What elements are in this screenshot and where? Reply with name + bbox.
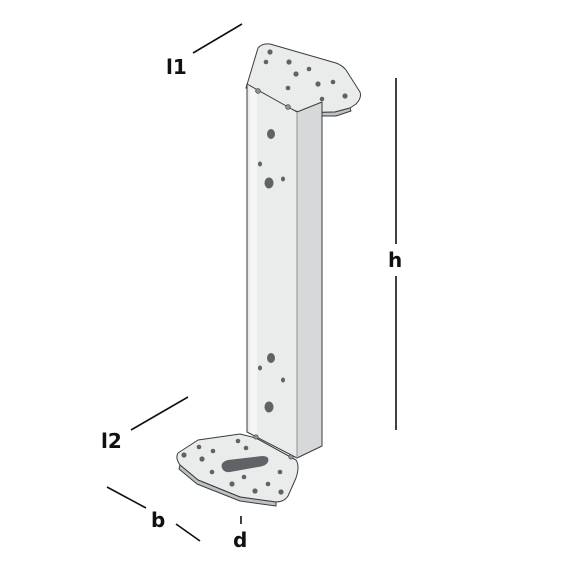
hole [330,79,336,85]
hole [258,161,262,167]
hole [196,444,202,450]
hole [264,177,274,189]
d-label: d [233,528,247,552]
hole [265,481,271,487]
bottom-plate-edge [178,464,277,507]
column-holes [258,129,285,413]
b-dimension-line-left [106,486,147,509]
hole [267,129,275,139]
hole [243,445,249,451]
hole [281,377,285,383]
hole [199,456,205,462]
hole [306,66,312,72]
bottom-plate [176,433,299,507]
hole [277,469,283,475]
hole [210,448,216,454]
l1-dimension-line [192,23,243,54]
l2-label: l2 [101,429,122,453]
hole [281,176,285,182]
hole [258,365,262,371]
b-label: b [151,508,165,532]
rivet [285,104,291,110]
hole [315,81,321,87]
hole [209,469,215,475]
hole [264,401,274,413]
bottom-plate-slot [221,456,269,473]
hole [286,59,292,65]
hole [267,49,273,55]
top-plate-holes [263,49,348,102]
hole [319,96,325,102]
hole [241,474,247,480]
rivet [255,88,261,94]
column-front-highlight [250,88,257,436]
hole [229,481,235,487]
hole [278,489,284,495]
dimension-lines [106,23,397,542]
bracket-part [176,43,361,507]
rivet [253,434,259,440]
hole [285,85,291,91]
column-side-face [296,101,323,459]
rivet [288,454,294,460]
hole [181,452,187,458]
l1-label: l1 [166,55,187,79]
top-plate-body [245,43,361,114]
hole [267,353,275,363]
hole [252,488,258,494]
hole [293,71,299,77]
bottom-plate-holes [181,438,284,495]
hole [263,59,269,65]
rivets [253,88,294,460]
h-label: h [388,248,402,272]
hole [342,93,348,99]
l2-dimension-line [130,396,189,431]
b-dimension-line-right [175,523,201,542]
hole [235,438,241,444]
